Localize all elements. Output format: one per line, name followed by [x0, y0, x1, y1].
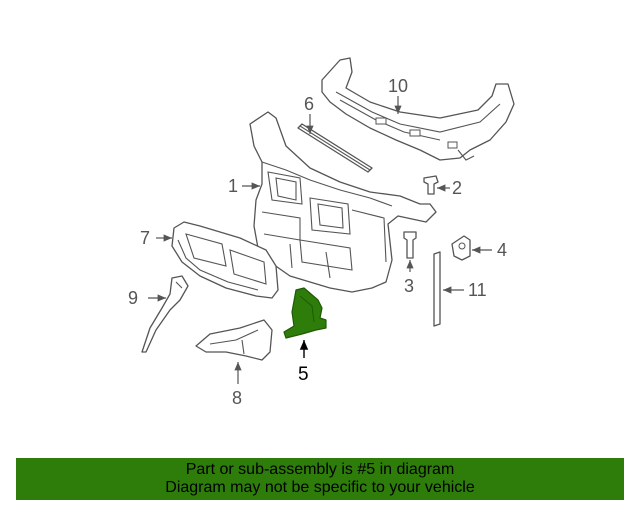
- callout-6: 6: [304, 94, 314, 114]
- callout-3: 3: [404, 276, 414, 296]
- parts-diagram: 1 2 3 4 5 6 7 8 9 10 11: [128, 57, 515, 408]
- part-5-highlighted-bracket: [283, 287, 327, 339]
- part-7-grille: [171, 221, 279, 299]
- callout-9: 9: [128, 288, 138, 308]
- part-11-strip: [433, 251, 441, 327]
- part-2-clip: [423, 175, 439, 195]
- callout-1: 1: [228, 176, 238, 196]
- part-8-deflector: [195, 319, 273, 361]
- callout-8: 8: [232, 388, 242, 408]
- banner-line-2: Diagram may not be specific to your vehi…: [165, 479, 475, 496]
- part-3-bolt: [403, 231, 417, 259]
- callout-5: 5: [298, 364, 309, 385]
- part-9-duct: [141, 275, 189, 353]
- info-banner: Part or sub-assembly is #5 in diagram Di…: [16, 458, 624, 500]
- banner-line-1: Part or sub-assembly is #5 in diagram: [185, 461, 455, 478]
- part-1-radiator-support: [249, 111, 437, 293]
- callout-7: 7: [140, 228, 150, 248]
- callout-2: 2: [452, 178, 462, 198]
- callout-10: 10: [388, 76, 408, 96]
- part-6-seal-strip: [297, 123, 373, 173]
- part-4-bracket: [451, 235, 471, 261]
- callout-4: 4: [497, 240, 507, 260]
- callout-11: 11: [468, 280, 487, 300]
- part-10-upper-support: [321, 57, 515, 161]
